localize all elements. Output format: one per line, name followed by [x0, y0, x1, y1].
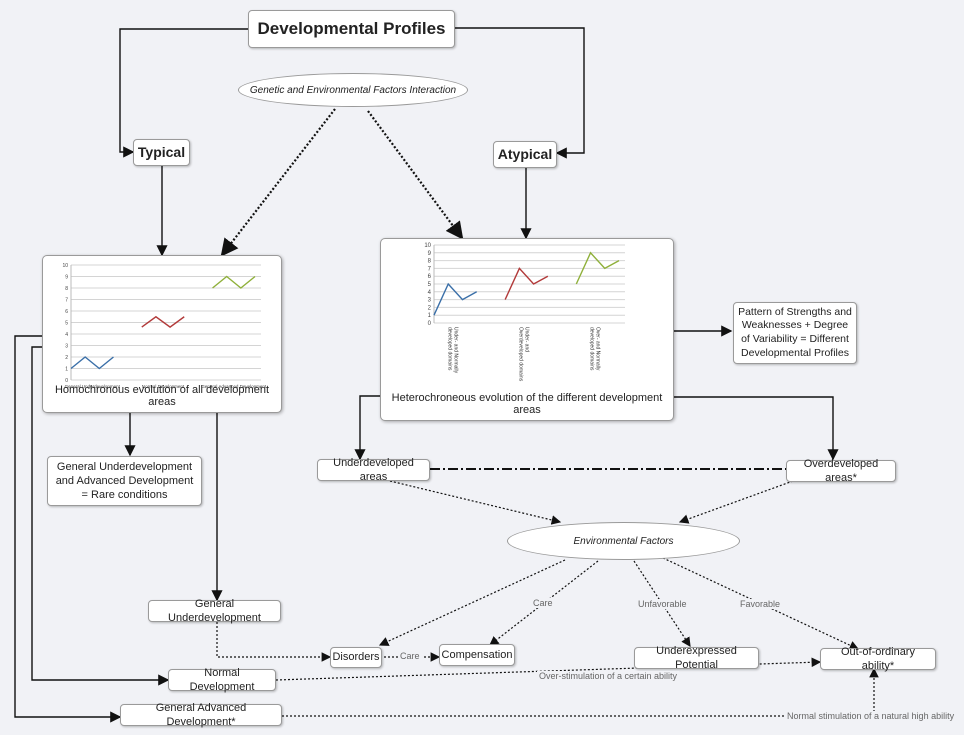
atypical-node: Atypical: [493, 141, 557, 168]
edge-gene-homo: [220, 108, 336, 257]
y-tick-label: 5: [65, 321, 68, 327]
series-line-3: [212, 275, 256, 289]
y-tick-label: 4: [65, 332, 68, 338]
edge-hetero-over: [672, 396, 839, 461]
typical-node: Typical: [133, 139, 190, 166]
homo-caption: Homochronous evolution of all developmen…: [54, 384, 270, 408]
normal-development-node: Normal Development: [168, 667, 276, 693]
gene-env-ellipse: Genetic and Environmental Factors Intera…: [238, 73, 468, 107]
rare-conditions-node: General Underdevelopment and Advanced De…: [47, 456, 202, 506]
y-tick-label: 7: [428, 266, 432, 272]
y-tick-label: 1: [428, 313, 432, 319]
pattern-node: Pattern of Strengths and Weaknesses + De…: [733, 302, 857, 364]
y-tick-label: 6: [65, 309, 68, 315]
out-of-ordinary-node: Out-of-ordinary ability*: [820, 646, 936, 672]
series-line-3: [575, 251, 620, 285]
edge-title-atypical: [455, 27, 585, 159]
edge-label-normal-stimulation: Normal stimulation of a natural high abi…: [785, 711, 957, 721]
series-line-2: [504, 267, 549, 300]
edge-gene-hetero: [367, 110, 464, 240]
edge-label-overstimulation: Over-stimulation of a certain ability: [537, 671, 680, 681]
underexpressed-node: Underexpressed Potential: [634, 645, 759, 671]
edge-over-env: [678, 480, 794, 524]
edge-label-care: Care: [531, 598, 555, 608]
y-tick-label: 4: [428, 290, 432, 296]
y-tick-label: 8: [65, 286, 68, 292]
y-tick-label: 9: [428, 251, 432, 257]
disorders-node: Disorders: [330, 647, 382, 668]
edge-title-typical: [119, 28, 248, 158]
category-label: General Underdevelopment: [65, 384, 121, 389]
y-tick-label: 8: [428, 259, 432, 265]
general-advanced-node: General Advanced Development*: [120, 702, 282, 728]
edge-label-favorable: Favorable: [738, 599, 783, 609]
category-label: Normal Development: [142, 384, 185, 389]
overdeveloped-node: Overdeveloped areas*: [786, 458, 896, 484]
y-tick-label: 10: [62, 263, 68, 269]
category-label: General Advanced Development: [201, 384, 267, 389]
env-factors-ellipse: Environmental Factors: [507, 522, 740, 560]
y-tick-label: 1: [65, 367, 68, 373]
y-tick-label: 2: [65, 355, 68, 361]
y-tick-label: 9: [65, 275, 68, 281]
edge-env-disorders: [378, 559, 566, 646]
edge-generalunder-disorders: [216, 622, 332, 662]
category-label: Under- andOverdeveloped domains: [518, 327, 530, 382]
edge-label-unfavorable: Unfavorable: [636, 599, 689, 609]
general-under-node: General Underdevelopment: [148, 598, 281, 624]
series-line-2: [141, 315, 185, 328]
underdeveloped-node: Underdeveloped areas: [317, 457, 430, 483]
y-tick-label: 3: [428, 298, 432, 304]
hetero-caption: Heterochroneous evolution of the differe…: [391, 392, 663, 416]
title-node: Developmental Profiles: [248, 10, 455, 48]
y-tick-label: 6: [428, 274, 432, 280]
edge-env-underexpressed: [633, 560, 691, 648]
series-line-1: [433, 282, 478, 316]
y-tick-label: 7: [65, 298, 68, 304]
edge-label-care-2: Care: [398, 651, 422, 661]
category-label: Under- and Normallydeveloped domains: [446, 327, 458, 374]
y-tick-label: 5: [428, 282, 432, 288]
edge-under-env: [389, 480, 562, 525]
edge-homo-generaladv: [14, 335, 122, 723]
edge-homo-normal: [31, 346, 170, 686]
y-tick-label: 0: [65, 378, 68, 384]
compensation-node: Compensation: [439, 644, 515, 666]
series-line-1: [70, 356, 114, 370]
y-tick-label: 3: [65, 344, 68, 350]
y-tick-label: 0: [428, 321, 432, 327]
y-tick-label: 2: [428, 305, 432, 311]
category-label: Over- and Normallydeveloped domains: [589, 327, 601, 371]
y-tick-label: 10: [424, 243, 431, 249]
